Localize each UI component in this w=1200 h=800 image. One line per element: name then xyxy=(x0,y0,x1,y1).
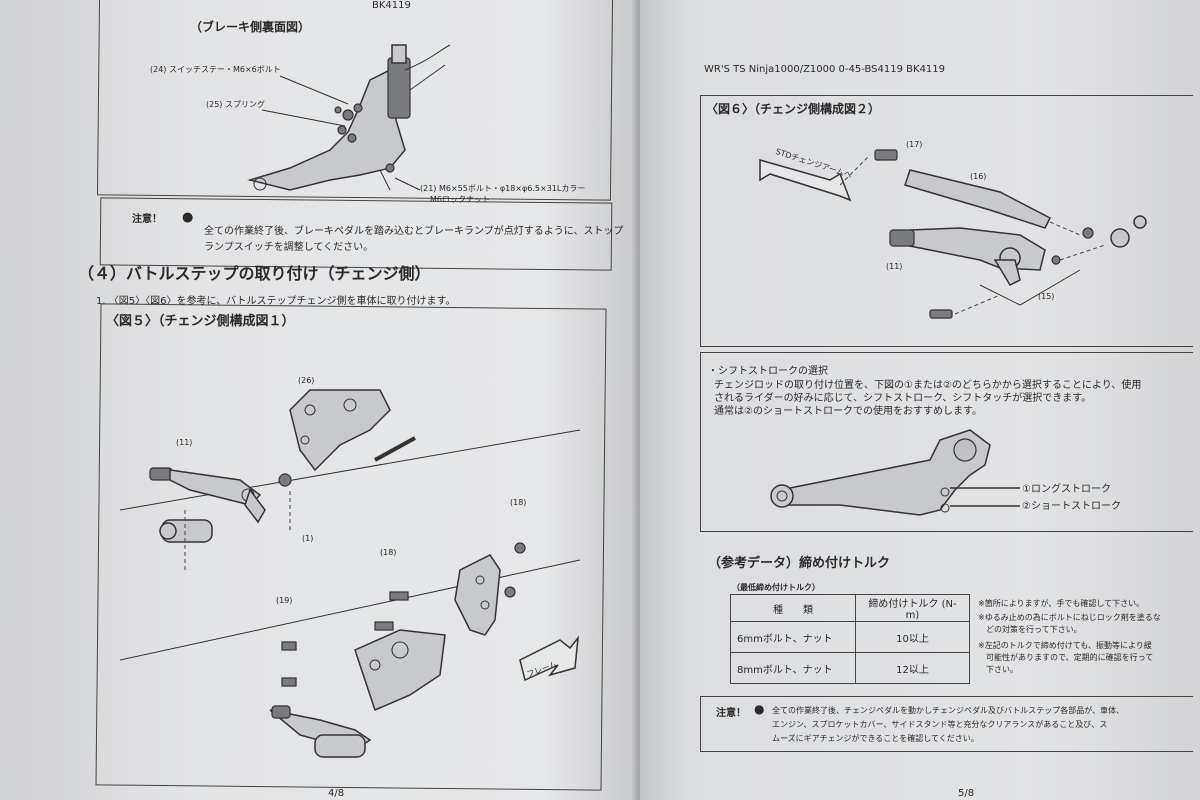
torque-note-1: ※箇所によりますが、手でも確認して下さい。 xyxy=(978,599,1145,608)
fig6-label-17: (17) xyxy=(906,140,923,149)
torque-note-6: 下さい。 xyxy=(978,665,1018,674)
torque-header-value: 締め付けトルク (N-m) xyxy=(855,594,970,622)
notice-change-line2: エンジン、スプロケットカバー、サイドスタンド等と充分なクリアランスがあること及び… xyxy=(772,720,1108,729)
fig5-label-18b: (18) xyxy=(380,548,397,557)
right-page: WR'S TS Ninja1000/Z1000 0-45-BS4119 BK41… xyxy=(640,0,1200,800)
shift-lever-drawing xyxy=(770,429,1020,516)
torque-header-type: 種 類 xyxy=(730,594,856,622)
fig5-label-11: (11) xyxy=(176,438,193,447)
torque-table-header-row: 種 類 締め付けトルク (N-m) xyxy=(730,594,970,622)
table-row: 8mmボルト、ナット 12以上 xyxy=(730,652,970,684)
notice-label-brake: 注意！ xyxy=(132,214,162,225)
fig5-label-1: (1) xyxy=(302,534,314,543)
shift-stroke-line1: チェンジロッドの取り付け位置を、下図の①または②のどちらかから選択することにより… xyxy=(714,380,1142,391)
left-page: BK4119 （ブレーキ側裏面図） (24) スイッチステー・M6×6ボルト (… xyxy=(0,0,640,800)
notice-brake-line1: 全ての作業終了後、ブレーキペダルを踏み込むとブレーキランプが点灯するように、スト… xyxy=(204,226,624,237)
bullet-icon: ● xyxy=(182,210,194,225)
brake-label-24: (24) スイッチステー・M6×6ボルト xyxy=(150,65,281,74)
fig6-box xyxy=(700,95,1193,347)
notice-change-line3: ムーズにギアチェンジができることを確認してください。 xyxy=(772,734,979,743)
fig5-label-26: (26) xyxy=(298,376,315,385)
shift-stroke-line3: 通常は②のショートストロークでの使用をおすすめします。 xyxy=(714,406,982,417)
brake-assembly-drawing xyxy=(247,44,451,191)
torque-row1-value: 10以上 xyxy=(855,621,970,653)
fig6-exploded-drawing xyxy=(759,149,1147,319)
brake-label-25: (25) スプリング xyxy=(206,100,265,109)
torque-note-5: 可能性がありますので、定期的に確認を行って xyxy=(978,653,1154,662)
fig5-label-19: (19) xyxy=(276,596,293,605)
left-page-number: 4/8 xyxy=(328,788,345,799)
step-1-text: 1. 〈図5〉〈図6〉を参考に、バトルステップチェンジ側を車体に取り付けます。 xyxy=(96,296,456,307)
section-4-title: （４）バトルステップの取り付け（チェンジ側） xyxy=(78,264,431,283)
bullet-icon: ● xyxy=(754,702,765,716)
min-torque-label: （最低締め付けトルク） xyxy=(732,583,820,592)
shift-stroke-box xyxy=(700,352,1193,532)
brake-figure-caption: （ブレーキ側裏面図） xyxy=(190,20,311,34)
reference-data-title: （参考データ）締め付けトルク xyxy=(708,556,891,571)
torque-row2-type: 8mmボルト、ナット xyxy=(730,652,856,684)
torque-note-4: ※左記のトルクで締め付けても、振動等により緩 xyxy=(978,641,1152,650)
notice-brake-line2: ランプスイッチを調整してください。 xyxy=(204,242,374,253)
right-header: WR'S TS Ninja1000/Z1000 0-45-BS4119 BK41… xyxy=(704,64,946,75)
fig5-label-18a: (18) xyxy=(510,498,527,507)
fig5-exploded-drawing xyxy=(119,389,581,758)
left-header-code: BK4119 xyxy=(372,0,411,11)
fig6-title: 〈図６〉（チェンジ側構成図２） xyxy=(706,102,881,116)
torque-row1-type: 6mmボルト、ナット xyxy=(730,621,856,653)
option-long-stroke: ①ロングストローク xyxy=(1022,484,1111,495)
fig5-title: 〈図５〉（チェンジ側構成図１） xyxy=(106,314,295,329)
notice-change-line1: 全ての作業終了後、チェンジペダルを動かしチェンジペダル及びバトルステップ各部品が… xyxy=(772,706,1125,715)
table-row: 6mmボルト、ナット 10以上 xyxy=(730,621,970,653)
right-page-number: 5/8 xyxy=(958,788,975,799)
brake-leader-lines xyxy=(261,75,421,191)
torque-table: 種 類 締め付けトルク (N-m) 6mmボルト、ナット 10以上 8mmボルト… xyxy=(730,594,970,684)
brake-label-21-line2: M6ロックナット xyxy=(430,195,490,204)
fig6-label-16: (16) xyxy=(970,172,987,181)
notice-label-change: 注意！ xyxy=(716,708,746,719)
shift-stroke-title: ・シフトストロークの選択 xyxy=(708,366,828,377)
fig6-label-15: (15) xyxy=(1038,292,1055,301)
notice-box-change xyxy=(700,696,1193,752)
shift-stroke-line2: されるライダーの好みに応じて、シフトストローク、シフトタッチが選択できます。 xyxy=(714,393,1092,404)
fig6-label-11: (11) xyxy=(886,262,903,271)
torque-note-3: どの対策を行って下さい。 xyxy=(978,625,1082,634)
torque-note-2: ※ゆるみ止めの為にボルトにねじロック剤を塗るな xyxy=(978,613,1161,622)
torque-row2-value: 12以上 xyxy=(855,652,970,684)
brake-label-21-line1: (21) M6×55ボルト・φ18×φ6.5×31Lカラー xyxy=(420,184,586,193)
option-short-stroke: ②ショートストローク xyxy=(1022,501,1121,512)
